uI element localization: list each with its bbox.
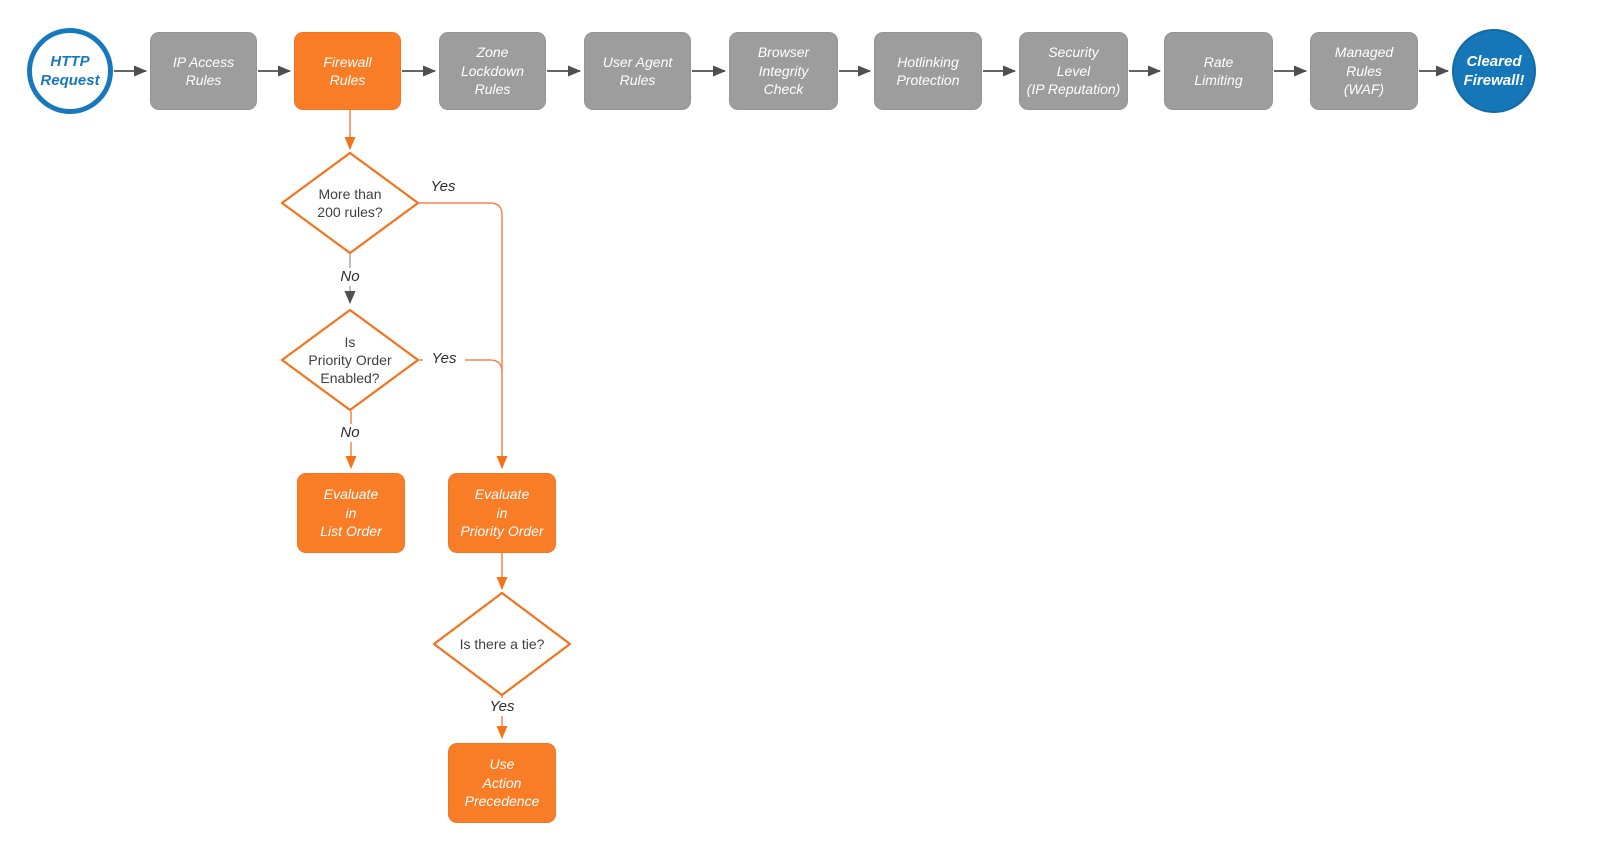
node-evaluate-list-order: Evaluate in List Order [297,473,405,553]
node-rate-limiting: Rate Limiting [1164,32,1273,110]
node-firewall-rules: Firewall Rules [294,32,401,110]
node-ip-access-rules-label: IP Access Rules [172,53,235,88]
node-ip-access-rules: IP Access Rules [150,32,257,110]
decision-tie-label: Is there a tie? [459,635,545,652]
node-http-request: HTTP Request [27,28,113,114]
edge-priority-yes [419,359,503,373]
node-managed-rules-waf-label: Managed Rules (WAF) [1334,44,1394,98]
edge-label-rules-count-yes: Yes [430,178,456,195]
node-http-request-label: HTTP Request [40,52,100,90]
node-user-agent-rules-label: User Agent Rules [602,53,673,88]
node-zone-lockdown-rules: Zone Lockdown Rules [439,32,546,110]
edge-label-rules-count-no: No [328,268,372,286]
node-hotlinking-protection-label: Hotlinking Protection [896,53,960,88]
node-use-action-precedence: Use Action Precedence [448,743,556,823]
decision-rules-count-label: More than 200 rules? [317,185,383,220]
decision-priority-order: Is Priority Order Enabled? [290,330,410,390]
decision-priority-order-outline [280,308,420,412]
edge-label-priority-yes: Yes [423,350,465,368]
node-cleared-firewall-label: Cleared Firewall! [1463,52,1525,90]
edge-label-tie-yes: Yes [478,698,526,716]
node-managed-rules-waf: Managed Rules (WAF) [1310,32,1418,110]
node-use-action-precedence-label: Use Action Precedence [464,756,540,810]
node-evaluate-priority-order: Evaluate in Priority Order [448,473,556,553]
node-cleared-firewall: Cleared Firewall! [1452,29,1536,113]
node-user-agent-rules: User Agent Rules [584,32,691,110]
decision-tie: Is there a tie? [442,624,562,664]
node-zone-lockdown-rules-label: Zone Lockdown Rules [460,44,525,98]
node-evaluate-list-order-label: Evaluate in List Order [320,486,382,540]
decision-rules-count: More than 200 rules? [290,173,410,233]
edge-rulescount-yes [419,202,508,469]
decision-priority-order-label: Is Priority Order Enabled? [308,333,392,387]
node-browser-integrity-check: Browser Integrity Check [729,32,838,110]
decision-rules-count-outline [280,151,420,255]
node-browser-integrity-check-label: Browser Integrity Check [757,44,810,98]
node-security-level: Security Level (IP Reputation) [1019,32,1128,110]
edge-label-priority-no: No [328,424,372,442]
node-rate-limiting-label: Rate Limiting [1194,53,1243,88]
node-firewall-rules-label: Firewall Rules [323,53,372,88]
node-evaluate-priority-order-label: Evaluate in Priority Order [460,486,544,540]
node-security-level-label: Security Level (IP Reputation) [1026,44,1121,98]
decision-tie-outline [432,591,572,697]
node-hotlinking-protection: Hotlinking Protection [874,32,982,110]
